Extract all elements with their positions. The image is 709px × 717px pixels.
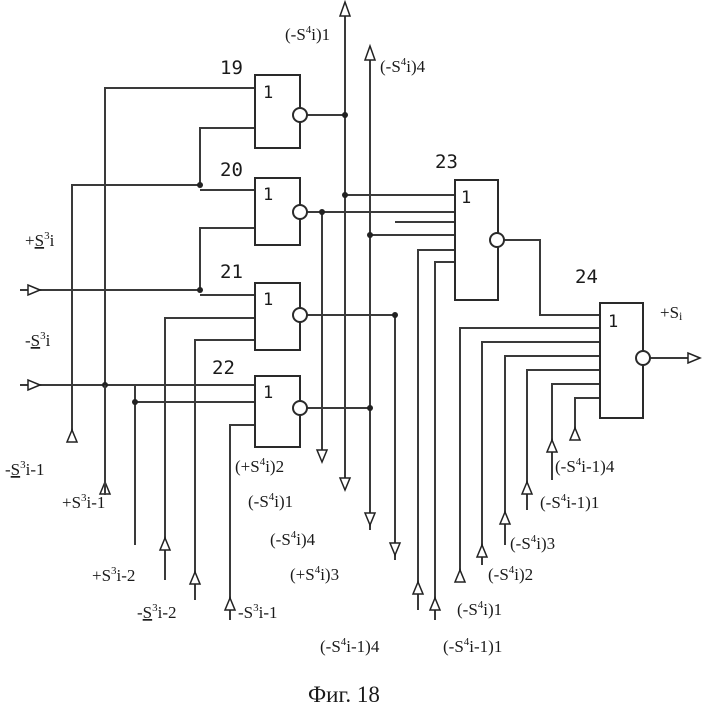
- label-top-s4i-1: (-S4i)1: [285, 24, 330, 44]
- gate-19-function: 1: [263, 83, 273, 103]
- gate-23-number: 23: [435, 151, 458, 173]
- label-plus-s4i-3: (+S4i)3: [290, 564, 339, 584]
- gate-22-number: 22: [212, 357, 235, 379]
- gate-23-function: 1: [461, 188, 471, 208]
- label-top-s4i-4: (-S4i)4: [380, 56, 426, 76]
- label-minus-s4i-1-4-right: (-S4i-1)4: [555, 456, 615, 476]
- label-minus-s3i-1-underlined: -S3i-1: [5, 459, 45, 479]
- junction-dots: [102, 112, 398, 411]
- label-minus-s4i-1-1-right: (-S4i-1)1: [540, 492, 599, 512]
- gate-19: 19 1: [220, 57, 307, 148]
- gate-21-number: 21: [220, 261, 243, 283]
- label-plus-s3i: +S3i: [25, 230, 55, 250]
- gate-19-number: 19: [220, 57, 243, 79]
- wires: [20, 8, 690, 620]
- gate-21: 21 1: [220, 261, 307, 350]
- gate-23: 23 1: [435, 151, 504, 300]
- label-minus-s4i-1-bottom: (-S4i)1: [248, 491, 293, 511]
- gate-20: 20 1: [220, 159, 307, 245]
- gate-24-function: 1: [608, 312, 618, 332]
- label-minus-s4i-2-right: (-S4i)2: [488, 564, 533, 584]
- label-plus-s4i-2: (+S4i)2: [235, 456, 284, 476]
- label-plus-s3i-1: +S3i-1: [62, 492, 105, 512]
- label-minus-s4i-1-4-bottom: (-S4i-1)4: [320, 636, 380, 656]
- label-minus-s3i: -S3i: [25, 330, 51, 350]
- label-minus-s4i-3-right: (-S4i)3: [510, 533, 555, 553]
- label-output-plus-si: +Si: [660, 303, 683, 323]
- gate-21-function: 1: [263, 290, 273, 310]
- label-plus-s3i-2: +S3i-2: [92, 565, 135, 585]
- label-minus-s3i-1: -S3i-1: [238, 602, 278, 622]
- label-minus-s3i-2-underlined: -S3i-2: [137, 602, 177, 622]
- gate-20-number: 20: [220, 159, 243, 181]
- gate-20-function: 1: [263, 185, 273, 205]
- gate-22-function: 1: [263, 383, 273, 403]
- label-minus-s4i-1-1-bottom: (-S4i-1)1: [443, 636, 502, 656]
- label-minus-s4i-4-bottom: (-S4i)4: [270, 529, 316, 549]
- label-minus-s4i-1-right: (-S4i)1: [457, 599, 502, 619]
- figure-caption: Фиг. 18: [308, 682, 380, 707]
- gate-24-number: 24: [575, 266, 598, 288]
